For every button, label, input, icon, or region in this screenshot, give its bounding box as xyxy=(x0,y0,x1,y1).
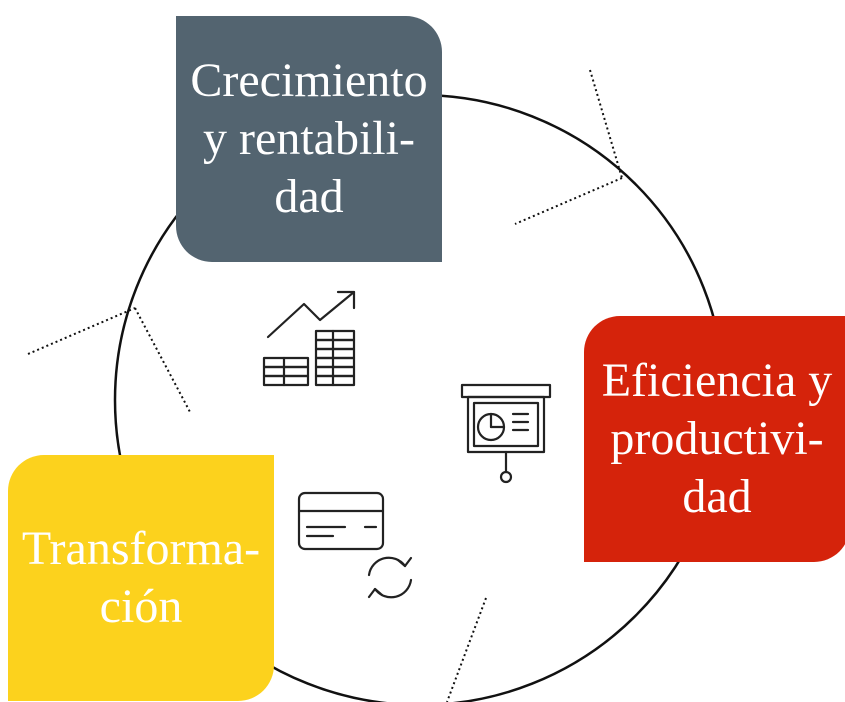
growth-profitability-box: Crecimiento y rentabili- dad xyxy=(176,16,442,262)
transformation-label: Transforma- ción xyxy=(21,522,261,633)
dotted-separators xyxy=(27,69,623,702)
separator-bottom xyxy=(446,597,487,702)
presentation-board-pie-chart-icon xyxy=(460,383,552,484)
coins-growth-chart-icon xyxy=(262,290,356,387)
card-refresh-icon xyxy=(297,491,413,599)
separator-top-right-a xyxy=(589,69,623,179)
transformation-box: Transforma- ción xyxy=(8,455,274,701)
separator-top-right-b xyxy=(514,177,623,225)
efficiency-productivity-box: Eficiencia y productivi- dad xyxy=(584,316,845,562)
separator-left-b xyxy=(134,307,191,413)
efficiency-productivity-label: Eficiencia y productivi- dad xyxy=(601,354,833,523)
growth-profitability-label: Crecimiento y rentabili- dad xyxy=(190,54,428,223)
